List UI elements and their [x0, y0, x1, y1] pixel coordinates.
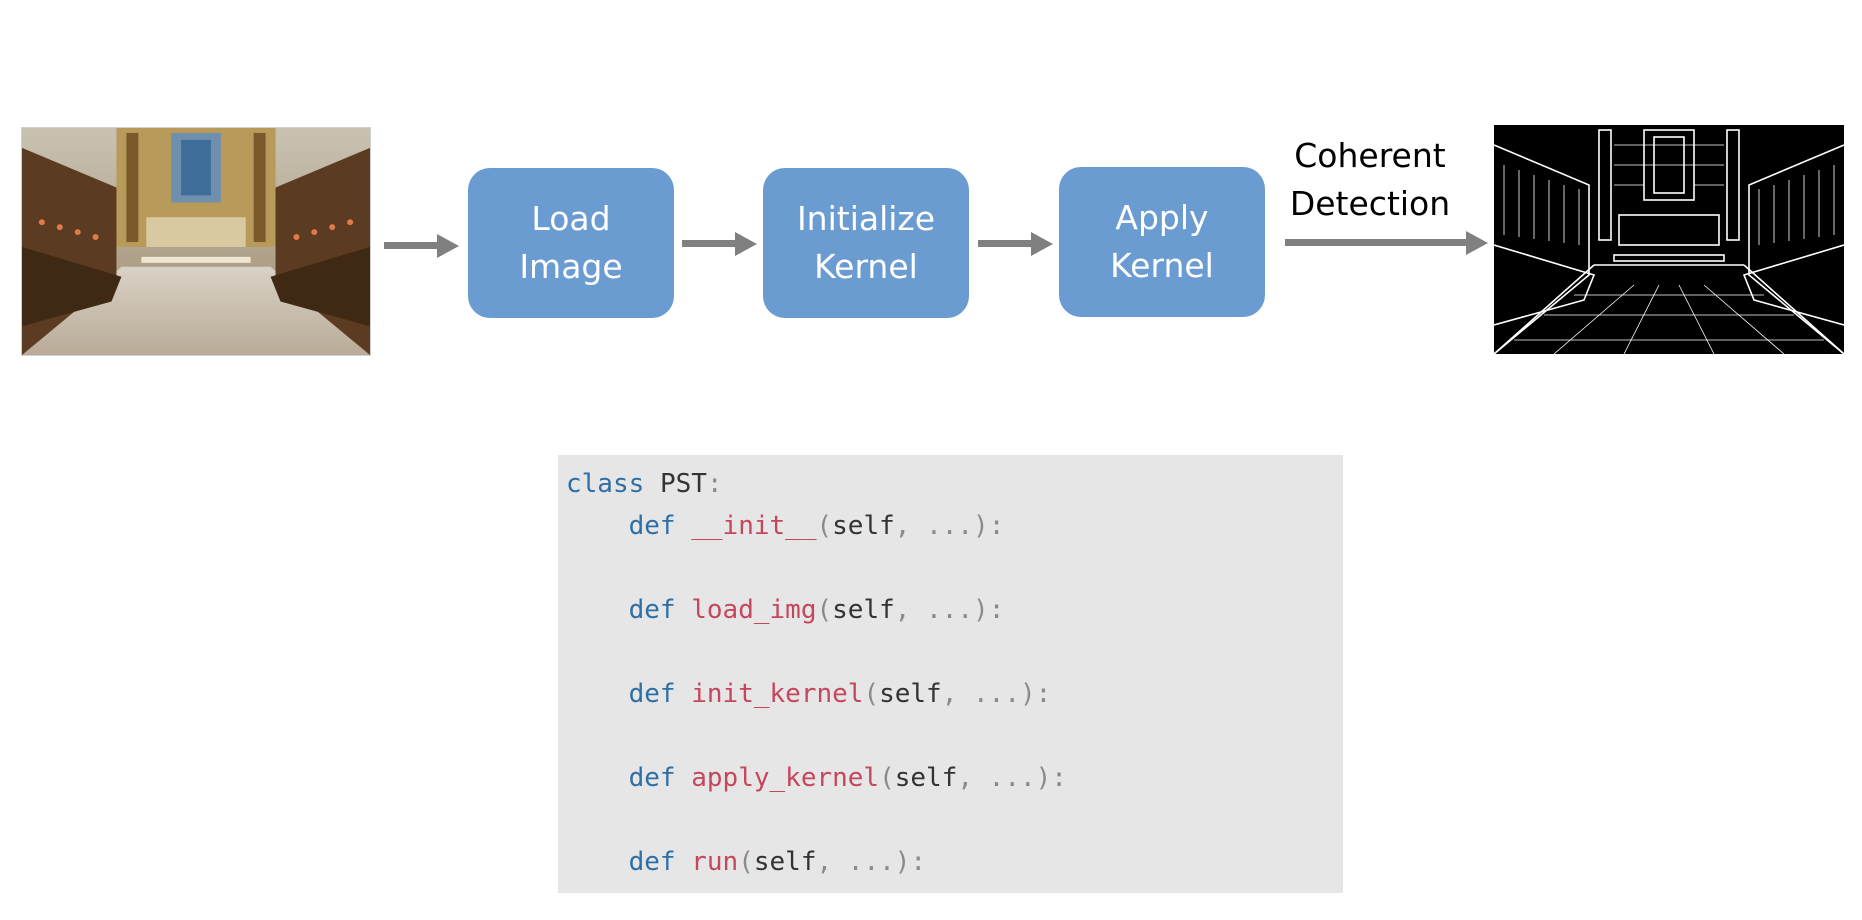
code-keyword: def: [628, 511, 676, 541]
code-punct: ):: [973, 511, 1005, 541]
code-function-name: init_kernel: [691, 679, 864, 709]
step-apply-kernel: Apply Kernel: [1059, 167, 1265, 317]
code-punct: (: [738, 847, 754, 877]
step-initialize-kernel: Initialize Kernel: [763, 168, 969, 318]
code-punct: :: [706, 469, 723, 499]
output-label-line2: Detection: [1289, 184, 1451, 223]
code-line-method: def __init__(self, ...):: [566, 511, 1005, 541]
output-edge-image: [1494, 125, 1844, 354]
code-punct: (: [816, 595, 833, 625]
arrow-load-to-init: [682, 232, 757, 256]
code-keyword: def: [628, 847, 676, 877]
cathedral-photo-illustration: [22, 128, 370, 355]
code-param: self: [894, 763, 958, 793]
code-line-method: def run(self, ...):: [566, 847, 926, 877]
code-punct: , ...: [941, 679, 1020, 709]
step-label-line2: Kernel: [814, 247, 918, 286]
code-line-method: def load_img(self, ...):: [566, 595, 1005, 625]
code-class-name: PST: [659, 469, 707, 499]
code-line-method: def init_kernel(self, ...):: [566, 679, 1052, 709]
code-punct: (: [879, 763, 895, 793]
code-punct: (: [863, 679, 880, 709]
edge-detection-illustration: [1494, 125, 1844, 354]
arrow-photo-to-load: [384, 234, 459, 258]
code-param: self: [832, 511, 895, 541]
code-keyword: def: [628, 763, 676, 793]
arrow-apply-to-output: [1285, 231, 1488, 255]
step-label-line1: Initialize: [796, 199, 936, 238]
code-keyword: class: [566, 469, 645, 499]
code-block: class PST: def __init__(self, ...): def …: [558, 455, 1343, 893]
code-punct: ):: [973, 595, 1005, 625]
code-punct: ):: [1035, 763, 1067, 793]
code-line-class: class PST:: [566, 469, 723, 499]
code-punct: , ...: [894, 511, 974, 541]
code-punct: , ...: [957, 763, 1036, 793]
output-label-line1: Coherent: [1294, 136, 1446, 175]
step-load-image: Load Image: [468, 168, 674, 318]
code-param: self: [753, 847, 817, 877]
input-photo: [21, 127, 371, 356]
code-keyword: def: [628, 679, 676, 709]
code-function-name: load_img: [691, 595, 817, 625]
code-function-name: __init__: [691, 511, 817, 541]
code-function-name: run: [691, 847, 739, 877]
code-punct: ):: [1020, 679, 1052, 709]
code-punct: ):: [894, 847, 927, 877]
step-label-line1: Apply: [1115, 198, 1209, 237]
arrow-init-to-apply: [978, 232, 1053, 256]
step-label-line1: Load: [531, 199, 611, 238]
code-keyword: def: [628, 595, 676, 625]
code-punct: (: [816, 511, 833, 541]
code-punct: , ...: [816, 847, 895, 877]
step-label-line2: Kernel: [1110, 246, 1214, 285]
code-line-method: def apply_kernel(self, ...):: [566, 763, 1067, 793]
code-punct: , ...: [894, 595, 974, 625]
code-param: self: [832, 595, 895, 625]
step-label-line2: Image: [519, 247, 623, 286]
code-function-name: apply_kernel: [691, 763, 880, 793]
output-label: Coherent Detection: [1280, 132, 1460, 228]
code-param: self: [879, 679, 942, 709]
